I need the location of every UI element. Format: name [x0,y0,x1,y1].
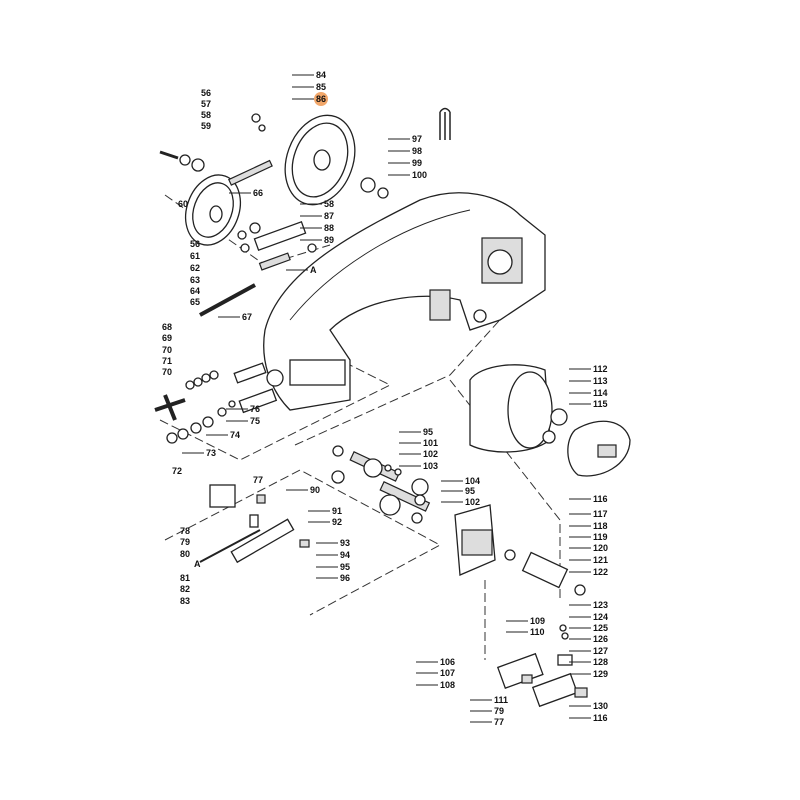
part-label-67[interactable]: 67 [242,312,252,322]
part-label-86[interactable]: 86 [316,94,326,104]
part-label-119[interactable]: 119 [593,532,608,542]
part-label-68[interactable]: 68 [162,322,172,332]
part-label-110[interactable]: 110 [530,627,545,637]
part-label-127[interactable]: 127 [593,646,608,656]
part-label-95[interactable]: 95 [340,562,350,572]
part-label-113[interactable]: 113 [593,376,608,386]
part-label-89[interactable]: 89 [324,235,334,245]
reference-marker-a[interactable]: A [194,559,201,569]
part-label-91[interactable]: 91 [332,506,342,516]
part-label-115[interactable]: 115 [593,399,608,409]
part-label-88[interactable]: 88 [324,223,334,233]
part-label-99[interactable]: 99 [412,158,422,168]
drive-pulley [284,114,356,206]
part-label-62[interactable]: 62 [190,263,200,273]
assembly-zone-lower [164,469,442,616]
part-label-84[interactable]: 84 [316,70,326,80]
part-label-106[interactable]: 106 [440,657,455,667]
small-parts-top [159,107,451,317]
highlight-marker [314,92,328,106]
part-label-57[interactable]: 57 [201,99,211,109]
part-label-111[interactable]: 111 [494,695,508,705]
switch-assembly [496,624,588,708]
part-label-56[interactable]: 56 [190,239,200,249]
part-label-81[interactable]: 81 [180,573,190,583]
part-label-79[interactable]: 79 [180,537,190,547]
reference-marker-a[interactable]: A [310,265,317,275]
part-label-82[interactable]: 82 [180,584,190,594]
part-label-63[interactable]: 63 [190,275,200,285]
part-label-73[interactable]: 73 [206,448,216,458]
part-label-114[interactable]: 114 [593,388,608,398]
part-label-78[interactable]: 78 [180,526,190,536]
part-label-123[interactable]: 123 [593,600,608,610]
part-label-102[interactable]: 102 [423,449,438,459]
part-label-80[interactable]: 80 [180,549,190,559]
part-label-112[interactable]: 112 [593,364,608,374]
part-label-125[interactable]: 125 [593,623,608,633]
idler-pulley [184,174,242,246]
part-label-124[interactable]: 124 [593,612,608,622]
part-label-79[interactable]: 79 [494,706,504,716]
part-label-70[interactable]: 70 [162,367,172,377]
part-label-121[interactable]: 121 [593,555,608,565]
part-label-59[interactable]: 59 [201,121,211,131]
part-label-77[interactable]: 77 [253,475,263,485]
part-label-61[interactable]: 61 [190,251,200,261]
gear-train [331,445,431,524]
part-label-69[interactable]: 69 [162,333,172,343]
part-label-72[interactable]: 72 [172,466,182,476]
part-label-102[interactable]: 102 [465,497,480,507]
part-label-97[interactable]: 97 [412,134,422,144]
part-label-83[interactable]: 83 [180,596,190,606]
part-label-93[interactable]: 93 [340,538,350,548]
gearbox-housing [454,504,586,596]
blade-guide-bracket [199,484,310,564]
part-label-95[interactable]: 95 [423,427,433,437]
part-label-104[interactable]: 104 [465,476,480,486]
part-label-58[interactable]: 58 [201,110,211,120]
part-label-101[interactable]: 101 [423,438,438,448]
part-label-76[interactable]: 76 [250,404,260,414]
part-label-129[interactable]: 129 [593,669,608,679]
part-label-96[interactable]: 96 [340,573,350,583]
part-label-95[interactable]: 95 [465,486,475,496]
part-label-109[interactable]: 109 [530,616,545,626]
part-label-130[interactable]: 130 [593,701,608,711]
part-label-64[interactable]: 64 [190,286,200,296]
part-label-116[interactable]: 116 [593,713,608,723]
part-label-65[interactable]: 65 [190,297,200,307]
part-label-56[interactable]: 56 [201,88,211,98]
tension-handle-parts [154,362,278,444]
part-label-71[interactable]: 71 [162,356,172,366]
part-label-60[interactable]: 60 [178,199,188,209]
part-label-58[interactable]: 58 [324,199,334,209]
part-label-118[interactable]: 118 [593,521,608,531]
part-label-75[interactable]: 75 [250,416,260,426]
part-label-116[interactable]: 116 [593,494,608,504]
part-label-77[interactable]: 77 [494,717,504,727]
part-label-107[interactable]: 107 [440,668,455,678]
part-label-117[interactable]: 117 [593,509,608,519]
part-label-70[interactable]: 70 [162,345,172,355]
part-label-120[interactable]: 120 [593,543,608,553]
part-label-92[interactable]: 92 [332,517,342,527]
part-label-108[interactable]: 108 [440,680,455,690]
motor-assembly [469,364,631,477]
bow-frame [263,192,546,411]
part-label-126[interactable]: 126 [593,634,608,644]
part-label-66[interactable]: 66 [253,188,263,198]
part-label-122[interactable]: 122 [593,567,608,577]
part-label-87[interactable]: 87 [324,211,334,221]
part-label-128[interactable]: 128 [593,657,608,667]
part-label-85[interactable]: 85 [316,82,326,92]
part-label-94[interactable]: 94 [340,550,350,560]
part-label-103[interactable]: 103 [423,461,438,471]
part-label-98[interactable]: 98 [412,146,422,156]
part-label-100[interactable]: 100 [412,170,427,180]
part-label-90[interactable]: 90 [310,485,320,495]
part-label-74[interactable]: 74 [230,430,240,440]
